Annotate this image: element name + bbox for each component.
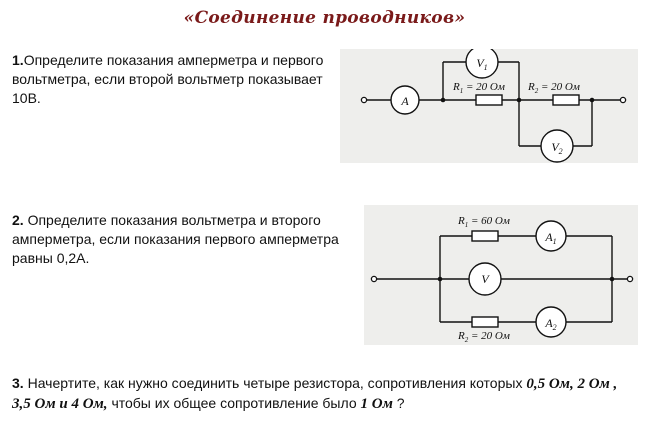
task-2-number: 2.: [12, 212, 24, 228]
circuit-1-panel: A V1 R1 = 20 Ом R2 = 20 Ом V2: [340, 49, 638, 163]
circuit-2-voltmeter: V: [468, 262, 502, 296]
circuit-2-ammeter-1: A1: [535, 220, 567, 252]
circuit-1-voltmeter-2: V2: [540, 129, 574, 163]
page-title: «Соединение проводников»: [183, 8, 466, 28]
circuit-1-terminal-left: [360, 96, 368, 104]
circuit-2-terminal-right: [626, 275, 634, 283]
circuit-2-wires: [374, 235, 630, 323]
circuit-2-ammeter-2: A2: [535, 306, 567, 338]
circuit-2-r2-label: R2 = 20 Ом: [457, 330, 510, 344]
circuit-1-ammeter: A: [390, 85, 420, 115]
task-1-number: 1.: [12, 52, 24, 68]
circuit-1-diagram: A V1 R1 = 20 Ом R2 = 20 Ом V2: [360, 49, 627, 163]
task-3: 3. Начертите, как нужно соединить четыре…: [12, 374, 632, 414]
circuit-2-panel: R1 = 60 Ом A1 V R2 = 20 Ом A2: [364, 205, 638, 345]
circuit-2-resistor-r1: [471, 230, 499, 242]
circuit-1-voltmeter-1: V1: [465, 49, 499, 79]
circuit-1-node-3: [589, 97, 595, 103]
task-1-text: Определите показания амперметра и первог…: [12, 52, 324, 106]
task-3-resistor-values: 0,5 Ом, 2 Ом , 3,5 Ом и 4 Ом,: [12, 376, 618, 412]
circuit-2-r1-label: R1 = 60 Ом: [457, 215, 510, 229]
circuit-2-node-right: [609, 276, 615, 282]
task-3-target-resistance: 1 Ом: [360, 396, 393, 412]
circuit-1-node-1: [440, 97, 446, 103]
circuit-2-node-left: [437, 276, 443, 282]
task-2: 2. Определите показания вольтметра и вто…: [12, 211, 352, 268]
task-1: 1.Определите показания амперметра и перв…: [12, 51, 342, 108]
circuit-1-node-2: [516, 97, 522, 103]
circuit-2-resistor-r2: [471, 316, 499, 328]
svg-text:A2: A2: [544, 316, 556, 332]
svg-text:V1: V1: [476, 56, 487, 72]
circuit-1-resistor-r1: [475, 94, 503, 106]
circuit-2-terminal-left: [370, 275, 378, 283]
task-3-number: 3.: [12, 375, 24, 391]
task-3-text-a: Начертите, как нужно соединить четыре ре…: [23, 375, 527, 391]
svg-text:A: A: [400, 94, 409, 108]
circuit-2-diagram: R1 = 60 Ом A1 V R2 = 20 Ом A2: [370, 215, 634, 344]
circuit-1-wires: [364, 61, 623, 147]
circuit-1-r1-label: R1 = 20 Ом: [452, 81, 505, 95]
svg-text:V: V: [481, 272, 490, 286]
task-3-text-c: ?: [392, 395, 405, 411]
circuit-1-r2-label: R2 = 20 Ом: [527, 81, 580, 95]
circuit-1-terminal-right: [619, 96, 627, 104]
task-3-text-b: чтобы их общее сопротивление было: [107, 395, 361, 411]
circuit-1-resistor-r2: [552, 94, 580, 106]
task-2-text: Определите показания вольтметра и второг…: [12, 212, 339, 266]
svg-text:A1: A1: [544, 230, 556, 246]
svg-text:V2: V2: [551, 140, 562, 156]
